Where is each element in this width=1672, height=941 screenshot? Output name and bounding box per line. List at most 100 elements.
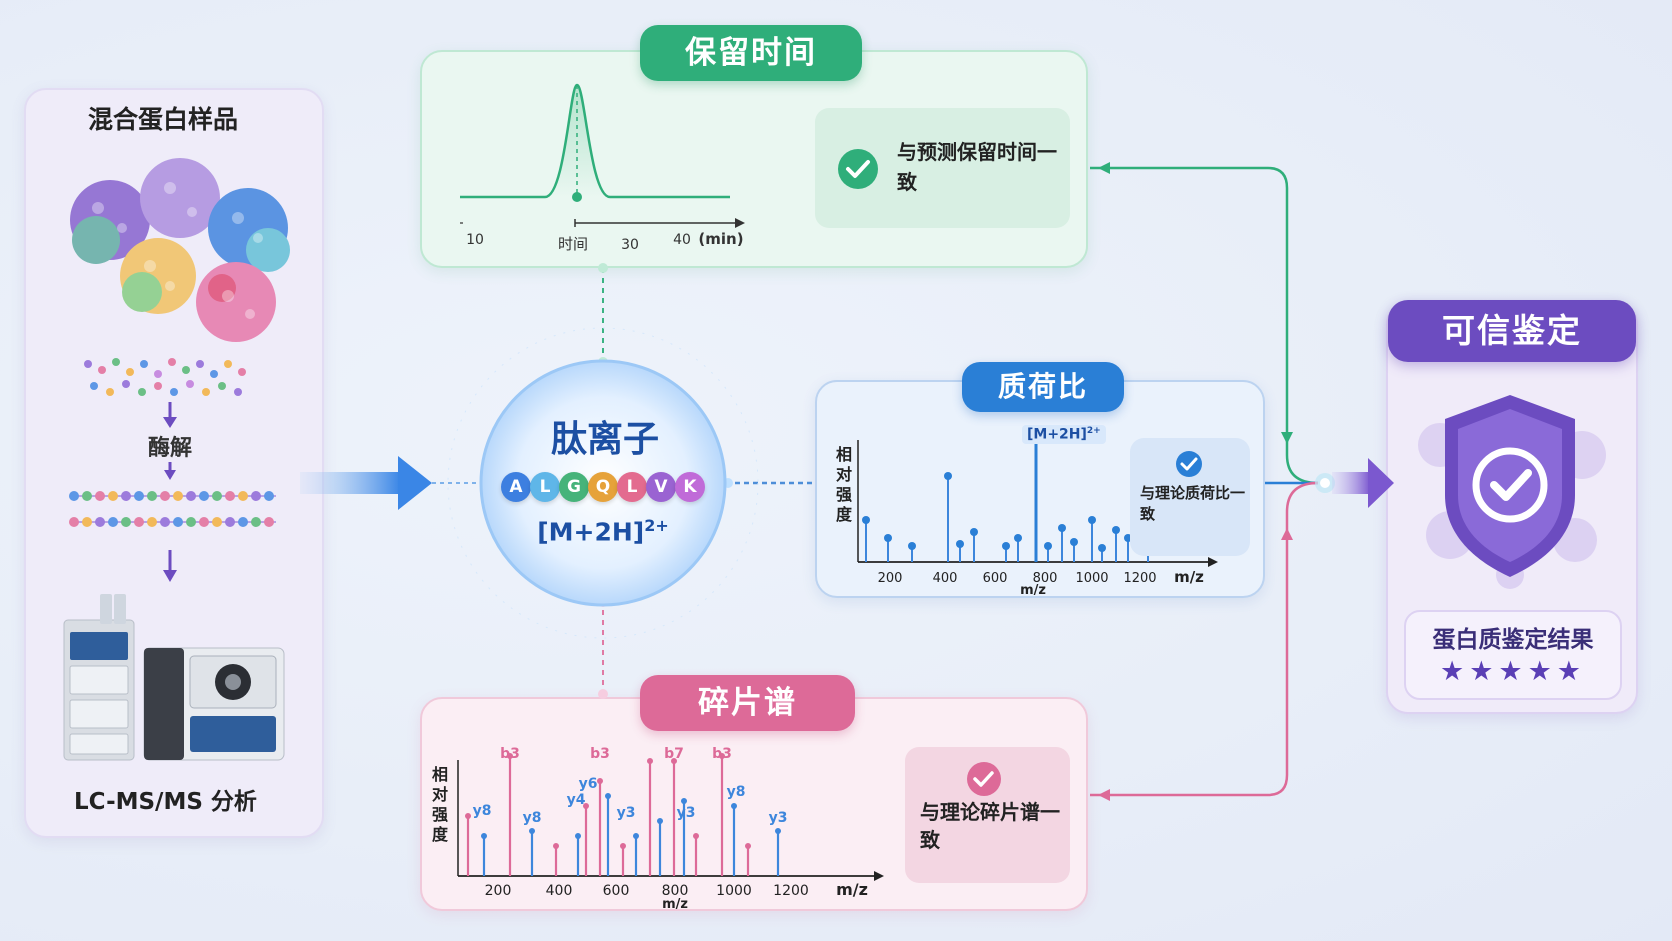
mz-axis-label: m/z (1020, 583, 1046, 595)
fragment-check-text: 与理论碎片谱一致 (920, 800, 1060, 852)
residue-dot (134, 517, 144, 527)
fragment-peak-marker (620, 843, 626, 849)
amino-acid-badge: K (675, 472, 705, 502)
mz-peak-marker (956, 540, 964, 548)
check-circle-icon (1176, 451, 1202, 477)
mz-peak-marker (1002, 542, 1010, 550)
check-circle-icon (967, 762, 1001, 796)
fragment-peak-marker (529, 828, 535, 834)
rt-axis-unit: (min) (698, 230, 743, 248)
peptide-charge-state: [M+2H]2+ (528, 516, 678, 546)
y-ion-label: y8 (473, 803, 492, 819)
residue-dot (147, 517, 157, 527)
amino-acid-badge: L (617, 472, 647, 502)
mz-peak-marker (1070, 538, 1078, 546)
frag-axis-label: m/z (662, 897, 688, 910)
mz-axis-unit: m/z (1174, 568, 1204, 586)
residue-dot (95, 491, 105, 501)
precursor-label: [M+2H]2+ (1022, 425, 1106, 444)
frag-tick-label: 1200 (773, 883, 809, 899)
enzyme-label: 酶解 (148, 436, 193, 461)
frag-axis-unit: m/z (836, 880, 868, 899)
fragment-peak-marker (731, 803, 737, 809)
residue-dot (134, 491, 144, 501)
fragment-peak-marker (481, 833, 487, 839)
protein-mixture-illustration (70, 158, 290, 342)
residue-dot (108, 517, 118, 527)
residue-dot (186, 517, 196, 527)
mz-peak-marker (884, 534, 892, 542)
fragment-peak-marker (583, 803, 589, 809)
frag-tick-label: 800 (662, 883, 689, 899)
rt-tick-label: 30 (621, 237, 639, 253)
fragment-peak-marker (633, 833, 639, 839)
residue-dot (199, 517, 209, 527)
peptide-ion-title: 肽离子 (550, 419, 659, 460)
amino-acid-badge: G (559, 472, 589, 502)
fragment-peak-marker (693, 833, 699, 839)
y-ion-label: y3 (769, 810, 788, 826)
residue-dot (264, 517, 274, 527)
residue-dot (69, 517, 79, 527)
rt-tick-label: 10 (466, 232, 484, 248)
amino-acid-badge: A (501, 472, 531, 502)
residue-dot (95, 517, 105, 527)
mz-spectrum: 相对强度 200 400 600 800 1000 1200 m/z m/z (836, 427, 1218, 595)
mz-peak-marker (1098, 544, 1106, 552)
residue-dot (173, 517, 183, 527)
amino-acid-badge: V (646, 472, 676, 502)
shield-check-icon (1418, 395, 1606, 589)
fragment-peak-marker (681, 798, 687, 804)
residue-dot (173, 491, 183, 501)
arrow-down-icon (164, 462, 176, 480)
residue-dot (82, 517, 92, 527)
mz-peak-marker (908, 542, 916, 550)
b-ion-label: b3 (500, 746, 520, 762)
fragment-peak-marker (597, 778, 603, 784)
residue-dot (108, 491, 118, 501)
y-ion-label: y8 (727, 784, 746, 800)
fragment-peak-marker (719, 753, 725, 759)
mz-peak-marker (1058, 524, 1066, 532)
result-label: 蛋白质鉴定结果 (1432, 627, 1594, 653)
mz-peak-marker (944, 472, 952, 480)
check-circle-icon (838, 149, 878, 189)
residue-dot (251, 517, 261, 527)
y-ion-label: y4 (567, 792, 586, 808)
fragment-peak-marker (465, 813, 471, 819)
mz-peak-marker (1044, 542, 1052, 550)
amino-acid-badge: L (530, 472, 560, 502)
mz-tick-label: 1000 (1075, 571, 1108, 586)
residue-dot (69, 491, 79, 501)
y-ion-label: y3 (617, 805, 636, 821)
precursor-text: [M+2H] (1027, 426, 1087, 443)
fragment-peak-marker (553, 843, 559, 849)
result-box (1404, 610, 1622, 700)
rt-axis-label: 时间 (558, 235, 588, 253)
peptide-fragments-illustration (84, 358, 246, 396)
mz-peak-marker (970, 528, 978, 536)
residue-dot (264, 491, 274, 501)
result-title: 可信鉴定 (1388, 300, 1636, 362)
frag-tick-label: 600 (603, 883, 630, 899)
fragment-peak-marker (647, 758, 653, 764)
mz-tick-label: 800 (1033, 571, 1058, 586)
amino-acid-badge: Q (588, 472, 618, 502)
fragment-peak-marker (745, 843, 751, 849)
frag-tick-label: 400 (546, 883, 573, 899)
fragment-peak-marker (775, 828, 781, 834)
residue-dot (82, 491, 92, 501)
rt-tick-label: 40 (673, 232, 691, 248)
frag-tick-label: 200 (485, 883, 512, 899)
b-ion-label: b3 (590, 746, 610, 762)
residue-dot (225, 517, 235, 527)
mz-peak-marker (1014, 534, 1022, 542)
residue-dot (238, 517, 248, 527)
residue-dot (251, 491, 261, 501)
fragment-peak-marker (605, 793, 611, 799)
rating-stars: ★★★★★ (1439, 656, 1587, 687)
mz-peak-marker (1088, 516, 1096, 524)
frag-y-label: 相对强度 (432, 765, 449, 844)
residue-dot (121, 491, 131, 501)
residue-dot (147, 491, 157, 501)
